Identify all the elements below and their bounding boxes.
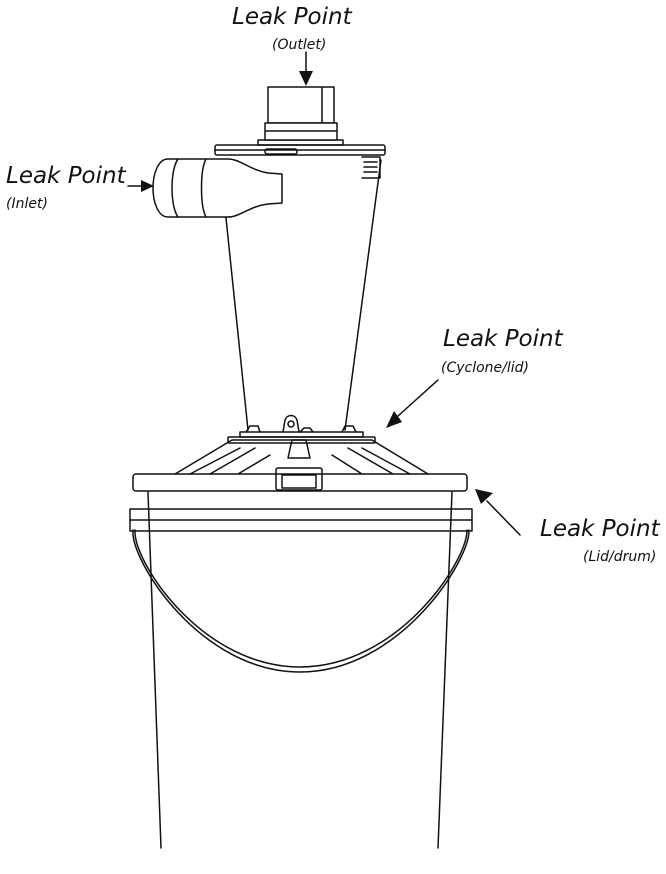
outlet-leak-label: Leak Point <box>232 4 352 30</box>
drum <box>147 491 453 849</box>
lid-drum-leak-sublabel: (Lid/drum) <box>583 549 657 565</box>
inlet-arrow-head <box>141 180 154 192</box>
inlet-leak-label: Leak Point <box>6 163 126 189</box>
outlet-port <box>264 86 338 141</box>
lid-drum-leak-label: Leak Point <box>540 516 660 542</box>
cyclone-top-plate <box>214 139 386 179</box>
drum-lid <box>132 439 468 492</box>
outlet-arrow-head <box>299 71 313 86</box>
inlet-leak-sublabel: (Inlet) <box>6 196 48 212</box>
cyclone-lid-leak-label: Leak Point <box>443 326 563 352</box>
cyclone-lid-leak-sublabel: (Cyclone/lid) <box>441 360 530 376</box>
outlet-leak-sublabel: (Outlet) <box>272 37 327 53</box>
drum-handle <box>129 508 473 673</box>
cyclone-lid-arrow-head <box>386 411 402 428</box>
cyclone-lid-arrow-shaft <box>397 379 439 417</box>
inlet-port <box>152 158 283 218</box>
lid-drum-arrow-head <box>475 489 493 504</box>
cyclone-base-flange <box>227 414 376 444</box>
lid-drum-arrow-shaft <box>486 500 521 536</box>
callout-arrows <box>127 51 521 536</box>
